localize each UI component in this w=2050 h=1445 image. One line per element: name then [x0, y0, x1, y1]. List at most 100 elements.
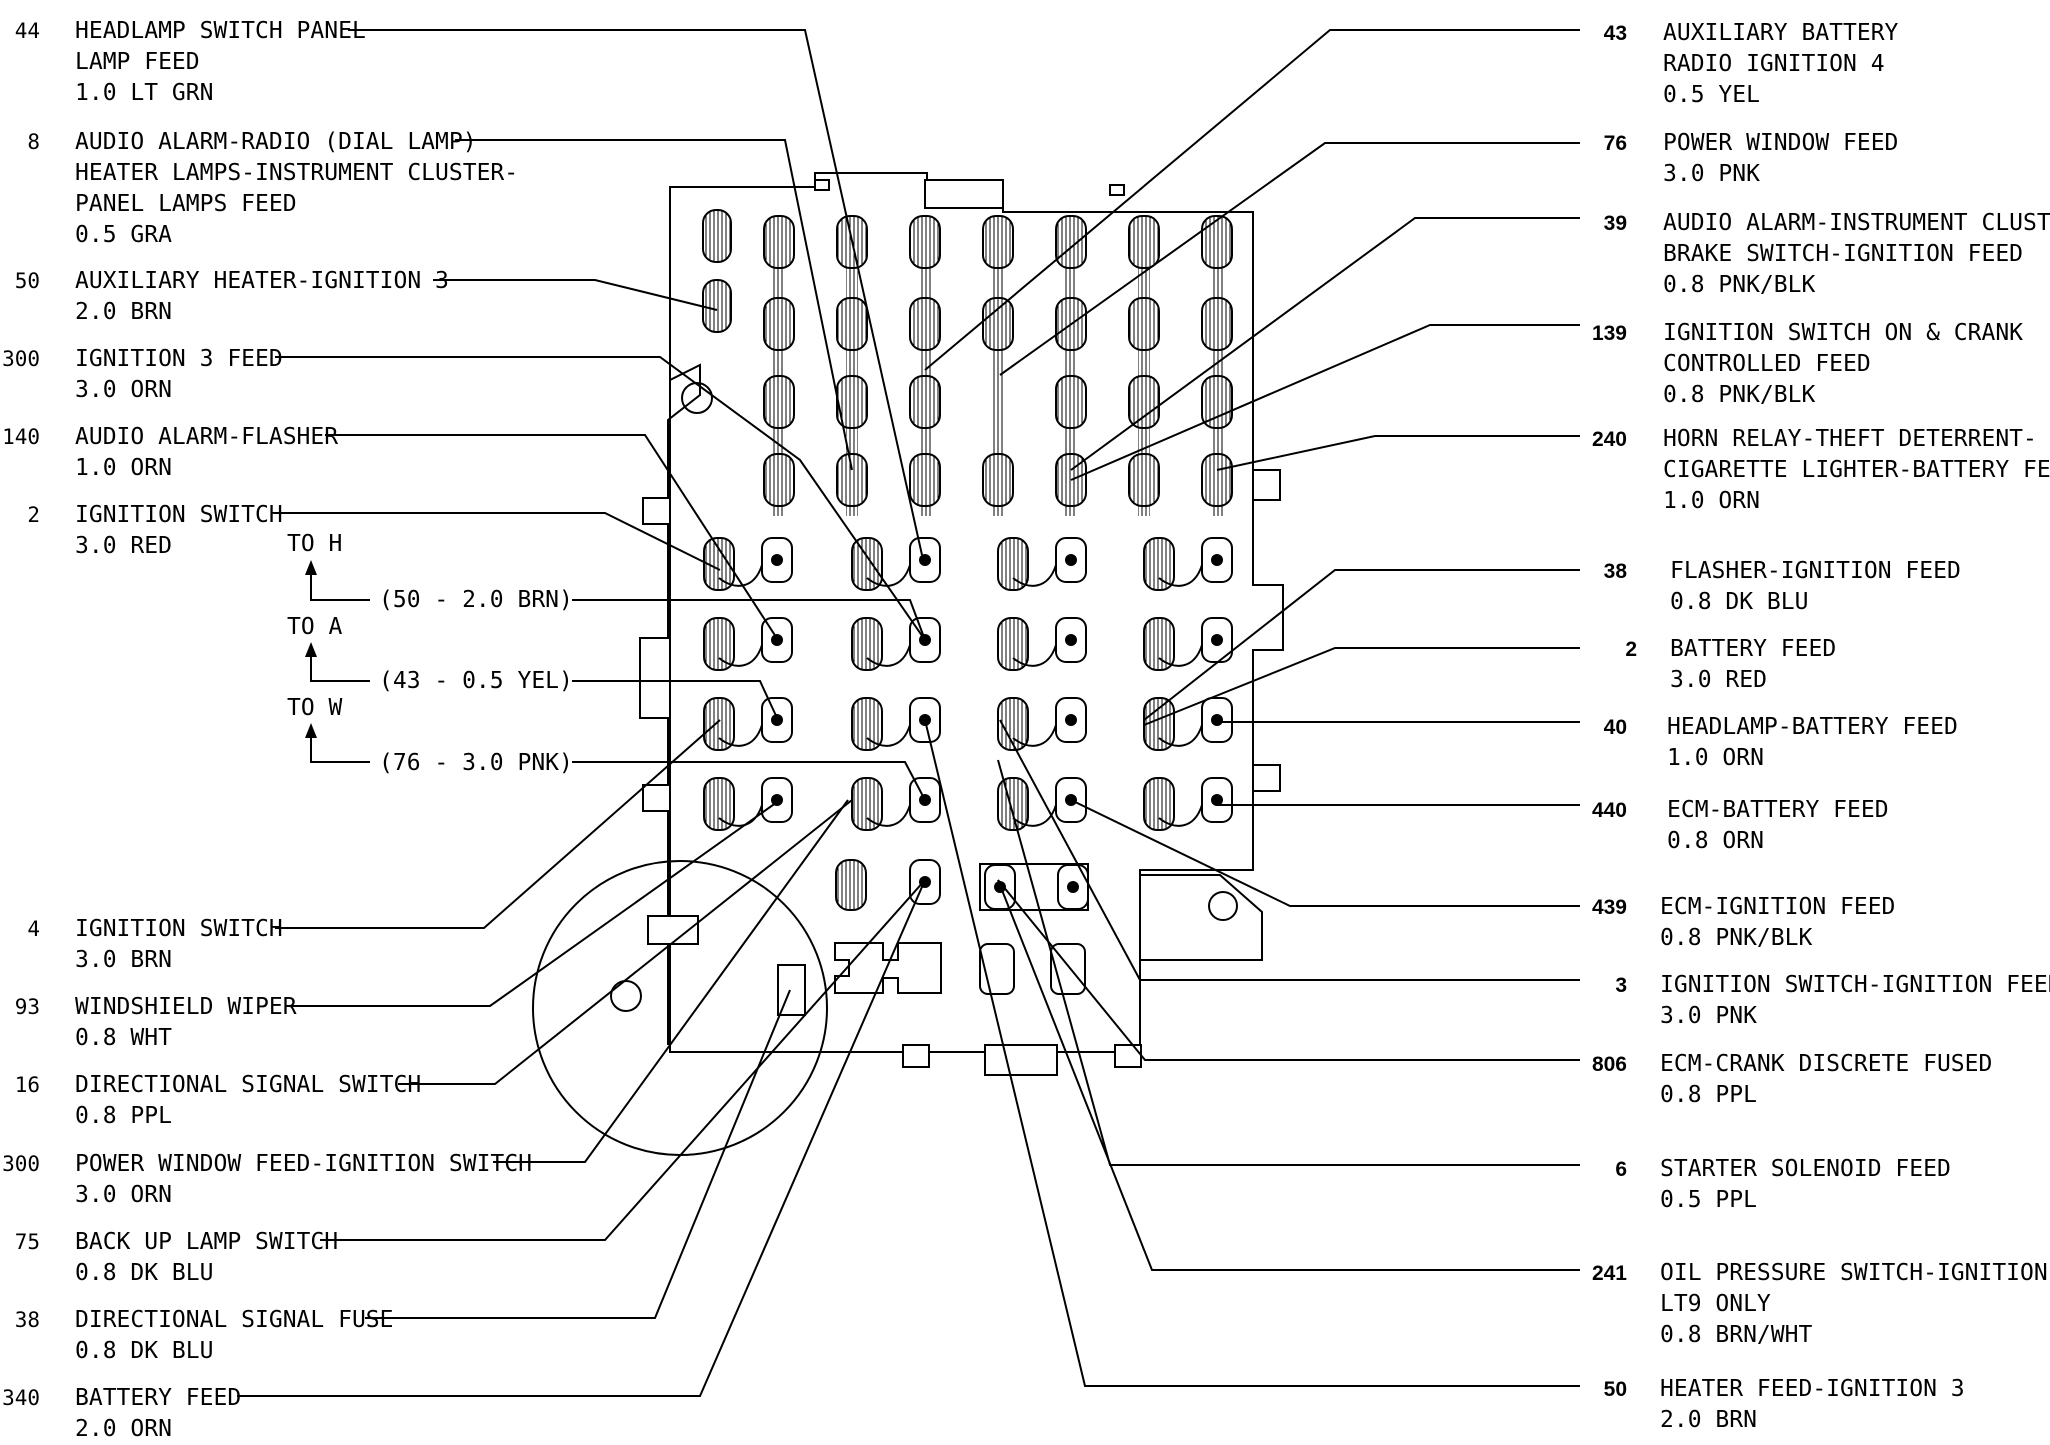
- fuse-blade: [702, 279, 732, 333]
- wire-label-line: 0.5 YEL: [1663, 82, 1760, 108]
- terminal-dot: [1211, 794, 1223, 806]
- fuse-blade: [997, 537, 1029, 591]
- fuse-link: [1158, 564, 1203, 587]
- wire-label-line: BRAKE SWITCH-IGNITION FEED: [1663, 241, 2023, 267]
- fuse-blade: [851, 617, 883, 671]
- terminal-dot: [1211, 714, 1223, 726]
- fuse-link: [866, 564, 911, 587]
- fuse-blade: [997, 697, 1029, 751]
- leader-line: [572, 599, 926, 641]
- jumper-arrow: [310, 565, 370, 601]
- wire-number: 38: [15, 1308, 40, 1332]
- wire-label-line: DIRECTIONAL SIGNAL SWITCH: [75, 1072, 421, 1098]
- fuse-blade: [997, 617, 1029, 671]
- wire-number: 93: [15, 995, 40, 1019]
- terminal-dot: [771, 554, 783, 566]
- terminal-dot: [919, 554, 931, 566]
- jumper-labels: TO H (50 - 2.0 BRN) TO A (43 - 0.5 YEL) …: [287, 531, 573, 776]
- terminal-dot: [1211, 634, 1223, 646]
- fuse-blade: [851, 777, 883, 831]
- fuse-link: [718, 724, 763, 747]
- wire-label-line: OIL PRESSURE SWITCH-IGNITION: [1660, 1260, 2048, 1286]
- fuse-blade: [703, 697, 735, 751]
- wire-label-line: FLASHER-IGNITION FEED: [1670, 558, 1961, 584]
- wire-number: 8: [27, 130, 40, 154]
- wire-number: 76: [1604, 132, 1627, 155]
- wire-label-line: AUDIO ALARM-FLASHER: [75, 424, 338, 450]
- wire-number: 139: [1592, 322, 1627, 345]
- wire-number: 4: [27, 917, 40, 941]
- fuse-bus-bar: [1065, 238, 1077, 516]
- arrow-head-icon: [305, 560, 317, 575]
- wire-label-line: 3.0 BRN: [75, 947, 172, 973]
- wire-number: 75: [15, 1230, 40, 1254]
- leader-line: [1070, 217, 1580, 471]
- leader-line: [325, 434, 779, 641]
- wire-label-line: 0.8 PNK/BLK: [1660, 925, 1812, 951]
- fuse-link: [866, 724, 911, 747]
- fuse-link: [866, 644, 911, 667]
- wire-label-line: POWER WINDOW FEED-IGNITION SWITCH: [75, 1151, 532, 1177]
- wire-label-line: ECM-BATTERY FEED: [1667, 797, 1889, 823]
- fuse-link: [1158, 804, 1203, 827]
- wire-label-line: 0.8 ORN: [1667, 828, 1764, 854]
- wire-label-line: AUDIO ALARM-INSTRUMENT CLUSTER-: [1663, 210, 2050, 236]
- right-labels: 43 AUXILIARY BATTERY RADIO IGNITION 4 0.…: [1592, 20, 2050, 1433]
- wire-label-line: POWER WINDOW FEED: [1663, 130, 1898, 156]
- terminal-dot: [1067, 881, 1079, 893]
- fuse-blade: [703, 617, 735, 671]
- fuse-blade: [851, 537, 883, 591]
- leader-line: [285, 799, 781, 1007]
- fuse-cavities: [702, 209, 1233, 911]
- wire-label-line: HEATER FEED-IGNITION 3: [1660, 1376, 1965, 1402]
- wire-label-line: 1.0 ORN: [1663, 488, 1760, 514]
- fuse-blade: [851, 697, 883, 751]
- wire-label-line: PANEL LAMPS FEED: [75, 191, 297, 217]
- fuse-link: [1012, 724, 1057, 747]
- wire-label-line: IGNITION SWITCH: [75, 502, 283, 528]
- wire-label-line: BATTERY FEED: [1670, 636, 1836, 662]
- wire-number: 16: [15, 1073, 40, 1097]
- wire-label-line: STARTER SOLENOID FEED: [1660, 1156, 1951, 1182]
- leader-line: [997, 879, 1580, 1271]
- fuse-blade: [702, 209, 732, 263]
- jumper-wire-label: (43 - 0.5 YEL): [379, 668, 573, 694]
- wire-number: 44: [15, 19, 40, 43]
- wire-label-line: 3.0 RED: [75, 533, 172, 559]
- leader-line: [924, 719, 1580, 1387]
- fuse-link: [1158, 724, 1203, 747]
- leader-line: [398, 799, 853, 1085]
- wire-number: 39: [1604, 212, 1627, 235]
- wire-label-line: CIGARETTE LIGHTER-BATTERY FEED: [1663, 457, 2050, 483]
- fuse-bus-bar: [1138, 238, 1150, 516]
- leader-line: [365, 989, 791, 1319]
- wire-number: 300: [2, 1152, 40, 1176]
- terminal-dot: [1065, 554, 1077, 566]
- fuse-bus-bar: [773, 238, 785, 516]
- leader-line: [924, 29, 1580, 371]
- fuse-bus-bar: [919, 238, 931, 516]
- jumper-wire-label: (50 - 2.0 BRN): [379, 587, 573, 613]
- jumper-target: TO A: [287, 614, 343, 640]
- wire-number: 240: [1592, 428, 1627, 451]
- leader-line: [433, 279, 718, 311]
- wire-label-line: 2.0 BRN: [1660, 1407, 1757, 1433]
- leader-line: [999, 142, 1580, 376]
- wire-number: 3: [1615, 974, 1627, 997]
- fuse-link: [1158, 644, 1203, 667]
- terminal-dot: [771, 794, 783, 806]
- leader-line: [237, 879, 926, 1397]
- leader-line: [275, 356, 926, 641]
- wire-number: 2: [27, 503, 40, 527]
- wire-number: 38: [1604, 560, 1628, 583]
- fuse-blade: [1143, 537, 1175, 591]
- wire-label-line: 1.0 ORN: [75, 455, 172, 481]
- wire-number: 6: [1615, 1158, 1627, 1181]
- fuse-blade: [1143, 777, 1175, 831]
- wire-label-line: 0.8 PPL: [75, 1103, 172, 1129]
- terminal-dot: [1211, 554, 1223, 566]
- wire-number: 40: [1604, 716, 1627, 739]
- wire-label-line: 3.0 ORN: [75, 377, 172, 403]
